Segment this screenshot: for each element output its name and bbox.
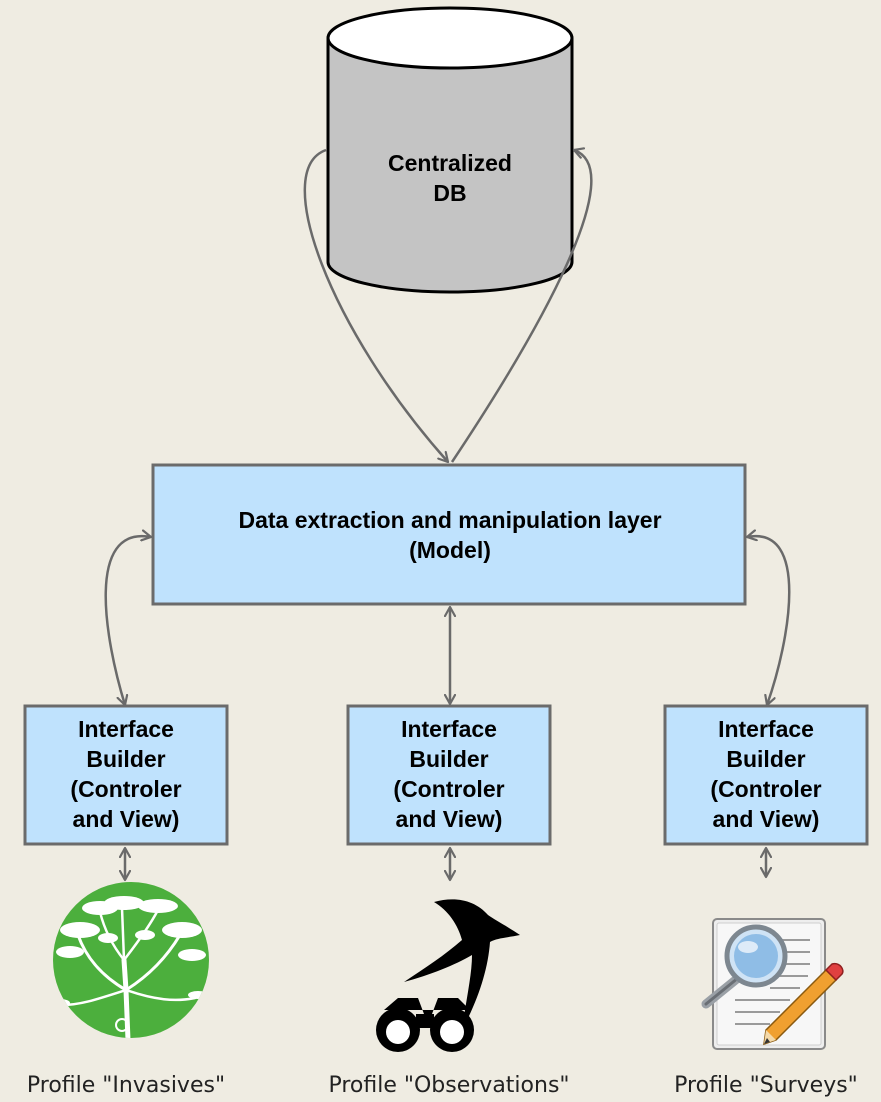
builder-1-rect: [23, 704, 229, 846]
builder-2-line-2: Builder: [409, 746, 488, 772]
builder-1-line-2: Builder: [86, 746, 165, 772]
builder-3-line-1: Interface: [718, 716, 814, 742]
builder-2-line-3: (Controler: [393, 776, 504, 802]
db-label-line-2: DB: [433, 180, 466, 206]
bird-binoculars-icon: [376, 899, 520, 1052]
builder-1-line-1: Interface: [78, 716, 174, 742]
model-to-db-arrow: [450, 150, 593, 463]
model-builder-3-arrow: [747, 536, 791, 705]
builder-3-rect: [663, 704, 869, 846]
plant-icon: [53, 882, 209, 1038]
model-layer-label-line-2: (Model): [409, 537, 491, 563]
builder-3-line-2: Builder: [726, 746, 805, 772]
db-top: [326, 6, 574, 70]
model-builder-1-arrow: [104, 536, 151, 705]
interface-builder-2: Interface Builder (Controler and View): [346, 704, 552, 846]
profile-observations-label: Profile "Observations": [328, 1073, 569, 1098]
survey-document-icon: [701, 918, 844, 1050]
pencil: [763, 962, 844, 1046]
binoculars: [376, 998, 474, 1052]
model-builder-connectors: [104, 536, 791, 705]
builder-2-line-4: and View): [396, 806, 503, 832]
profile-surveys-label: Profile "Surveys": [674, 1073, 858, 1098]
builder-2-line-1: Interface: [401, 716, 497, 742]
builder-1-line-4: and View): [73, 806, 180, 832]
builder-profile-connectors: [125, 848, 766, 880]
model-layer-label-line-1: Data extraction and manipulation layer: [238, 507, 661, 533]
builder-2-rect: [346, 704, 552, 846]
model-layer-rect: [151, 463, 747, 606]
db-label-line-1: Centralized: [388, 150, 512, 176]
builder-1-line-3: (Controler: [70, 776, 181, 802]
profile-invasives-label: Profile "Invasives": [27, 1073, 225, 1098]
db-to-model-arrow: [303, 148, 448, 462]
builder-3-line-3: (Controler: [710, 776, 821, 802]
db-model-connectors: [303, 148, 593, 463]
interface-builder-1: Interface Builder (Controler and View): [23, 704, 229, 846]
builder-3-line-4: and View): [713, 806, 820, 832]
model-layer-box: Data extraction and manipulation layer (…: [151, 463, 747, 606]
interface-builder-3: Interface Builder (Controler and View): [663, 704, 869, 846]
centralized-db: Centralized DB: [326, 6, 574, 294]
